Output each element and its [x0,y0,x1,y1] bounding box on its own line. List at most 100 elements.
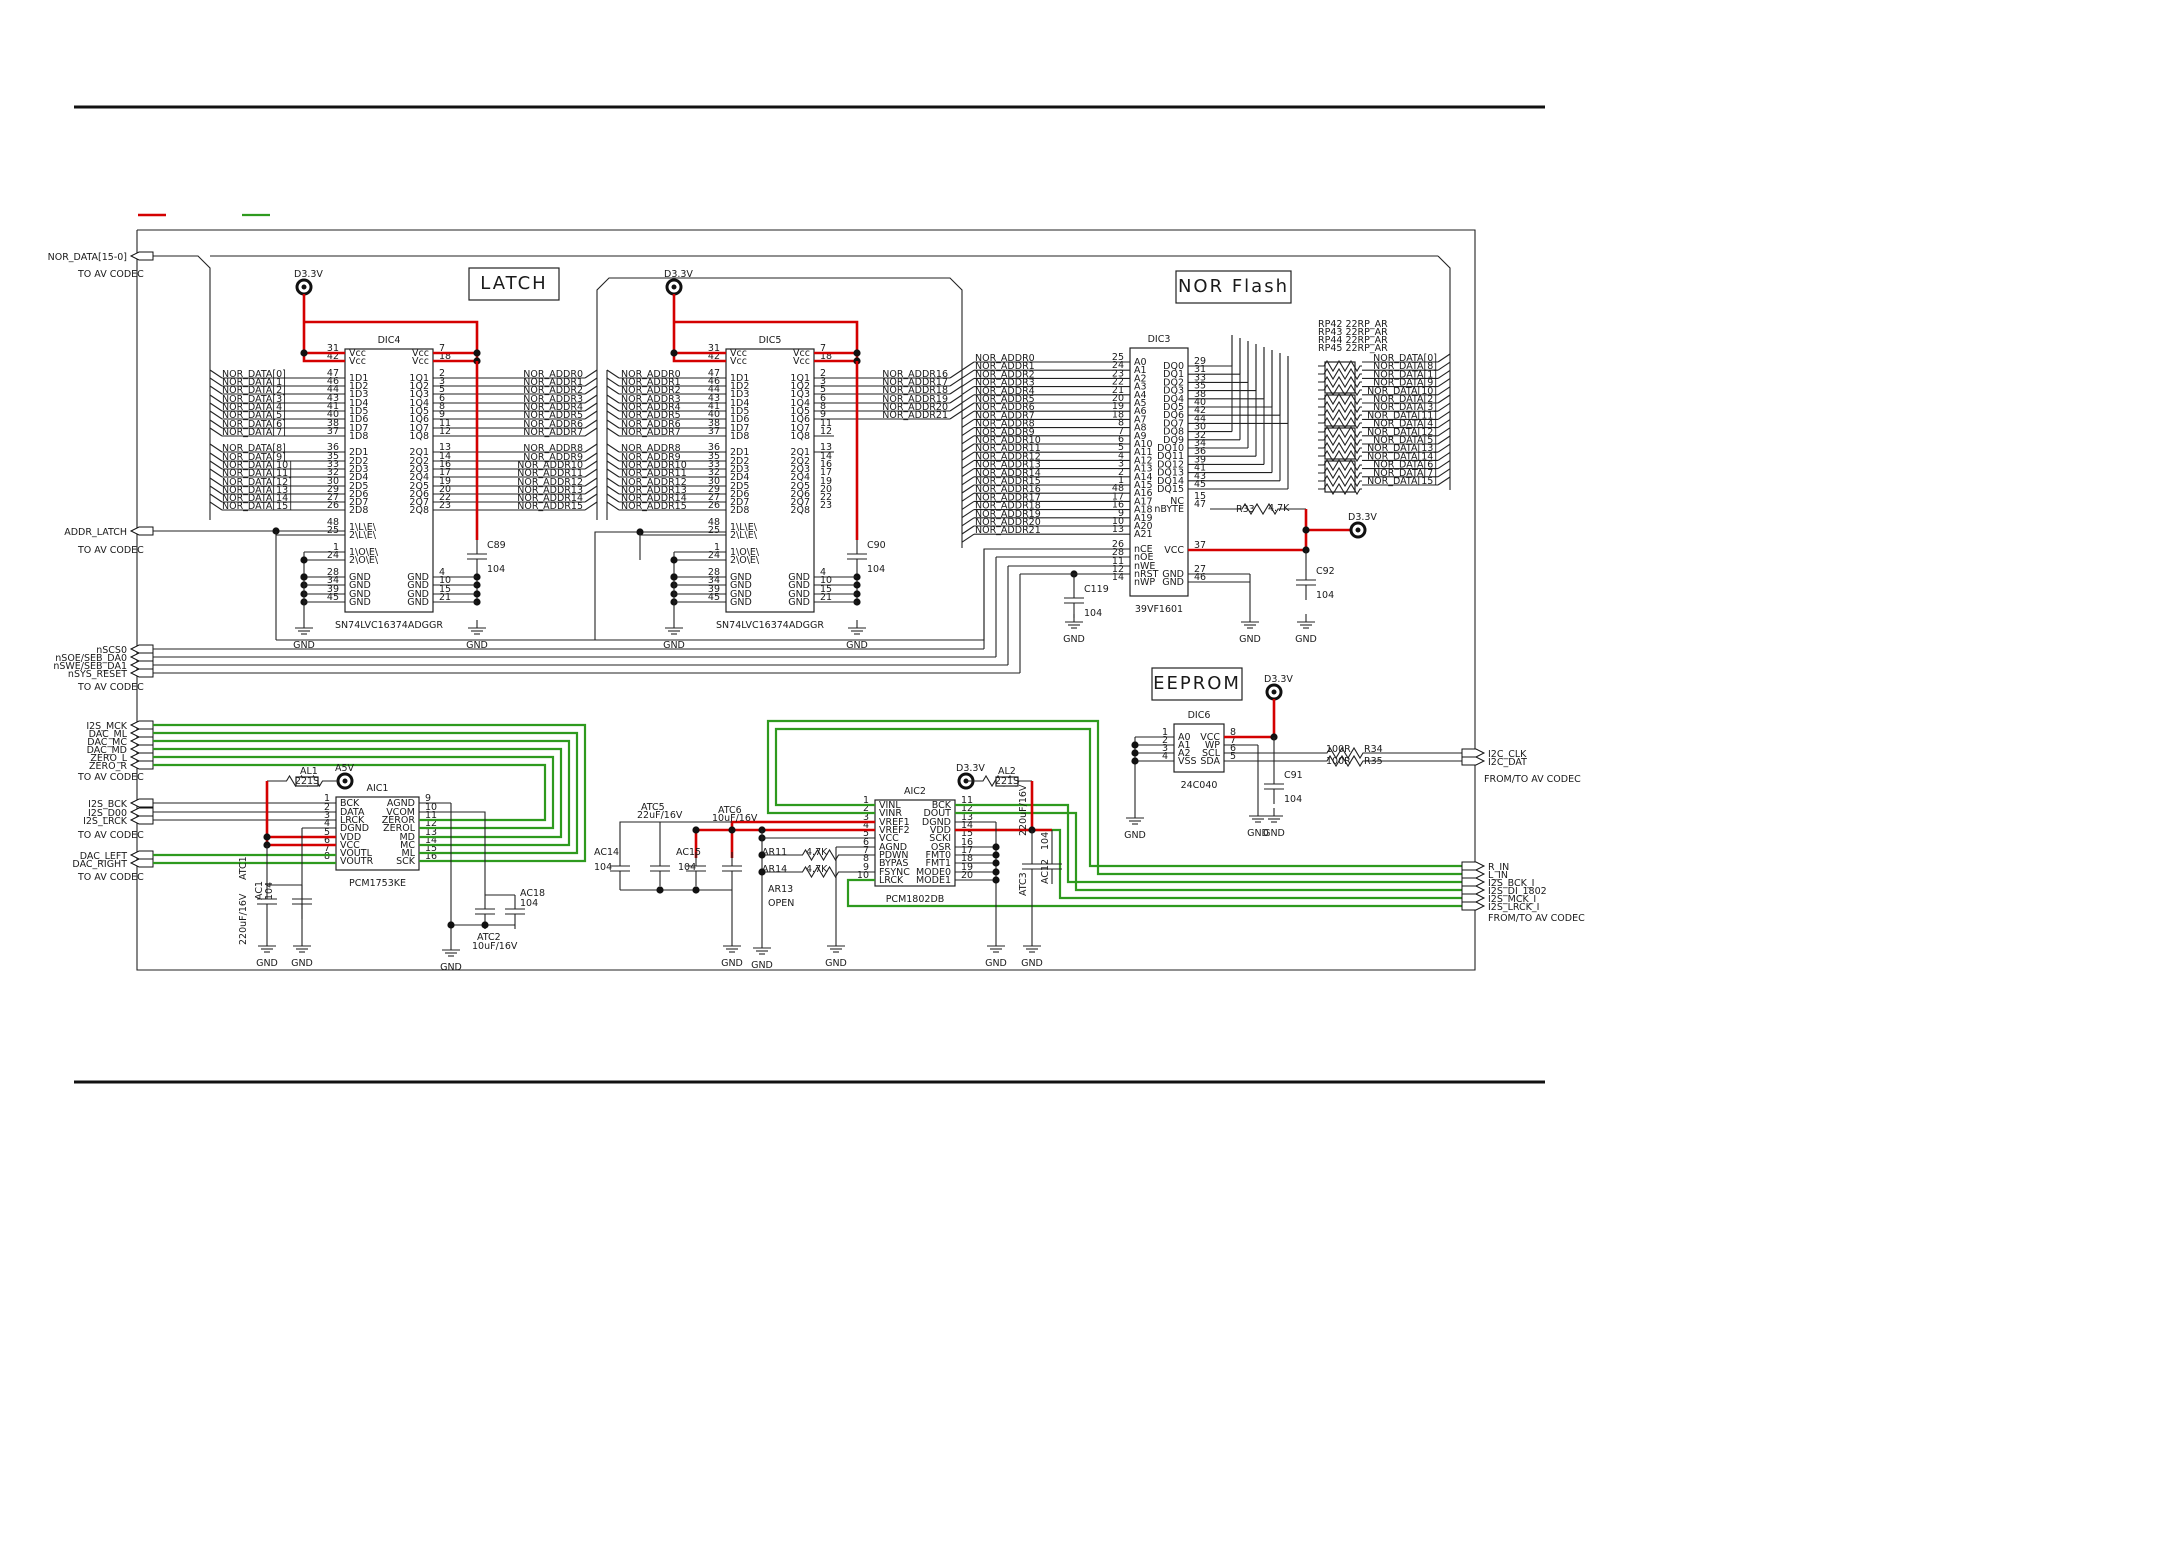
bus-entry [961,459,975,469]
aic2-chip-ref: AIC2 [904,786,926,797]
ctrl-port: nSCS0 [96,645,127,656]
pin-name: 1D6 [349,414,368,425]
pin-number: 28 [1112,547,1124,558]
net-label: NOR_ADDR7 [975,410,1035,421]
green-net [153,755,555,830]
pin-name: 2\L\E\ [349,530,377,541]
pin-name: 2D5 [349,481,368,492]
bus-entry [961,377,975,387]
net-label: NOR_ADDR1 [621,377,681,388]
rpack-resistor [1318,449,1362,463]
pin-name: A2 [1134,373,1147,384]
pin-name: A17 [1134,496,1153,507]
aic2-chip-part: PCM1802DB [886,894,945,905]
pin-number: 14 [1112,572,1124,583]
dic3-chip-ref: DIC3 [1148,334,1171,345]
bus-entry [584,402,598,412]
pin-number: 19 [961,862,973,873]
pin-number: 12 [439,426,451,437]
bus-entry [584,385,598,395]
pin-name: GND [788,597,810,608]
pin-number: 35 [327,451,339,462]
pin-number: 10 [857,870,869,881]
pin-name: A6 [1134,406,1147,417]
to-av-label: TO AV CODEC [77,682,144,693]
i2s-dac-port: ZERO_R [89,761,127,772]
pin-name: A12 [1134,455,1153,466]
pin-name: WP [1205,740,1220,751]
pin-name: VREF1 [879,817,910,828]
port-arrow-icon [129,850,154,860]
pin-number: 30 [1194,422,1206,433]
ar11-value: 4.7K [806,847,828,858]
pin-name: 1Q5 [790,406,810,417]
pin-number: 9 [1118,508,1124,519]
bus-entry [949,394,963,404]
ctrl-port: nSOE/SEB_DA0 [55,653,127,664]
pin-name: ZEROR [382,815,416,826]
pin-name: FSYNC [879,867,910,878]
pin-number: 15 [439,584,451,595]
pin-number: 22 [1112,377,1124,388]
pin-name: 1D4 [349,398,368,409]
net-label: NOR_DATA[9] [222,452,286,463]
bus-entry [961,500,975,510]
net-label: NOR_ADDR21 [975,525,1041,536]
gnd-label: GND [846,640,868,651]
port-arrow-icon [129,807,154,817]
port-arrow-icon [129,736,154,746]
pin-name: 2Q8 [790,505,810,516]
net-label: NOR_ADDR3 [975,378,1035,389]
pin-number: 3 [820,376,826,387]
pin-name: 2D2 [730,456,749,467]
pin-name: GND [407,589,429,600]
pin-name: 2Q1 [790,447,810,458]
pin-name: 2D1 [730,447,749,458]
net-label: NOR_DATA[10] [1367,386,1437,397]
pin-name: BYPAS [879,858,908,869]
pin-name: A0 [1178,732,1191,743]
pin-name: 2D8 [349,505,368,516]
power-net [304,320,479,363]
dic4-chip-part: SN74LVC16374ADGGR [335,620,443,631]
port-arrow-icon [1461,885,1486,895]
pin-name: 2D6 [730,489,749,500]
pin-number: 17 [439,467,451,478]
gnd-label: GND [825,958,847,969]
pin-name: DQ1 [1163,369,1184,380]
bus-entry [606,377,620,387]
pin-name: DGND [340,823,369,834]
power-net [672,294,726,363]
pin-name: 1Q2 [409,381,429,392]
pin-name: A21 [1134,529,1153,540]
al2-body [995,776,1019,787]
rpack-resistor [1318,392,1362,406]
net-label: NOR_ADDR14 [621,493,687,504]
pin-name: VCC [1164,545,1184,556]
pin-name: 2D6 [349,489,368,500]
pin-number: 47 [1194,499,1206,510]
pin-name: A15 [1134,480,1153,491]
pin-name: DQ0 [1163,361,1184,372]
net-label: NOR_DATA[11] [222,468,292,479]
net-label: NOR_ADDR5 [523,410,583,421]
green-net [955,803,1462,884]
net-label: NOR_DATA[12] [222,477,292,488]
pin-number: 37 [1194,540,1206,551]
r35-resistor [1224,754,1462,768]
pin-name: VINR [879,808,902,819]
bus-entry [949,402,963,412]
pin-name: 1D8 [349,431,368,442]
green-net [153,747,563,839]
pin-name: 1\L\E\ [730,522,758,533]
aic1-chip-part: PCM1753KE [349,878,406,889]
pin-name: A3 [1134,382,1147,393]
bus-entry [584,377,598,387]
pin-number: 31 [1194,364,1206,375]
port-arrow-icon [129,744,154,754]
pin-name: 1Q6 [790,414,810,425]
bus-entry [1437,353,1451,363]
net-label: NOR_ADDR11 [517,468,583,479]
pin-number: 2 [863,803,869,814]
pin-number: 14 [961,820,973,831]
